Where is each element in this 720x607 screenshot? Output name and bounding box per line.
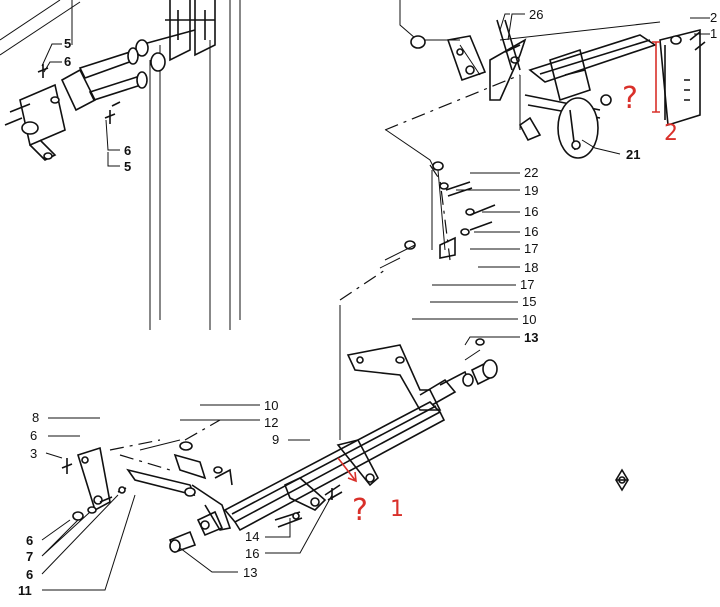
callout-7: 7 xyxy=(26,549,33,564)
callout-18: 18 xyxy=(524,260,538,275)
callout-3: 3 xyxy=(30,446,37,461)
callout-6-bottom-a: 6 xyxy=(26,533,33,548)
callout-8: 8 xyxy=(32,410,39,425)
annotation-num-top: 2 xyxy=(664,121,678,146)
bottom-assembly xyxy=(41,338,498,591)
callout-14: 14 xyxy=(245,529,259,544)
callout-11: 11 xyxy=(18,583,32,598)
callout-16-b: 16 xyxy=(524,224,538,239)
callout-12: 12 xyxy=(264,415,278,430)
top-right-assembly xyxy=(384,0,710,171)
callout-5-mid: 5 xyxy=(124,159,131,174)
callout-15: 15 xyxy=(522,294,536,309)
callout-6-left: 6 xyxy=(30,428,37,443)
callout-17-b: 17 xyxy=(520,277,534,292)
center-linkage xyxy=(339,161,520,440)
callout-13-bottom: 13 xyxy=(243,565,257,580)
callout-6-top: 6 xyxy=(64,54,71,69)
callout-5-top: 5 xyxy=(64,36,71,51)
callout-16-a: 16 xyxy=(524,204,538,219)
emblem-icon xyxy=(615,468,629,492)
callout-19: 19 xyxy=(524,183,538,198)
callout-6-bottom-b: 6 xyxy=(26,567,33,582)
callout-9: 9 xyxy=(272,432,279,447)
callout-17-a: 17 xyxy=(524,241,538,256)
callout-6-mid: 6 xyxy=(124,143,131,158)
top-left-assembly xyxy=(0,0,241,330)
callout-1: 1 xyxy=(710,26,717,41)
callout-26: 26 xyxy=(529,7,543,22)
callout-10-left: 10 xyxy=(264,398,278,413)
annotation-question-bottom: ? xyxy=(352,493,368,528)
callout-13-right: 13 xyxy=(524,330,538,345)
callout-2: 2 xyxy=(710,10,717,25)
annotation-num-bottom: 1 xyxy=(390,497,404,522)
callout-10-right: 10 xyxy=(522,312,536,327)
annotation-question-top: ? xyxy=(622,81,638,116)
callout-21: 21 xyxy=(626,147,640,162)
callout-22: 22 xyxy=(524,165,538,180)
callout-16-bottom: 16 xyxy=(245,546,259,561)
